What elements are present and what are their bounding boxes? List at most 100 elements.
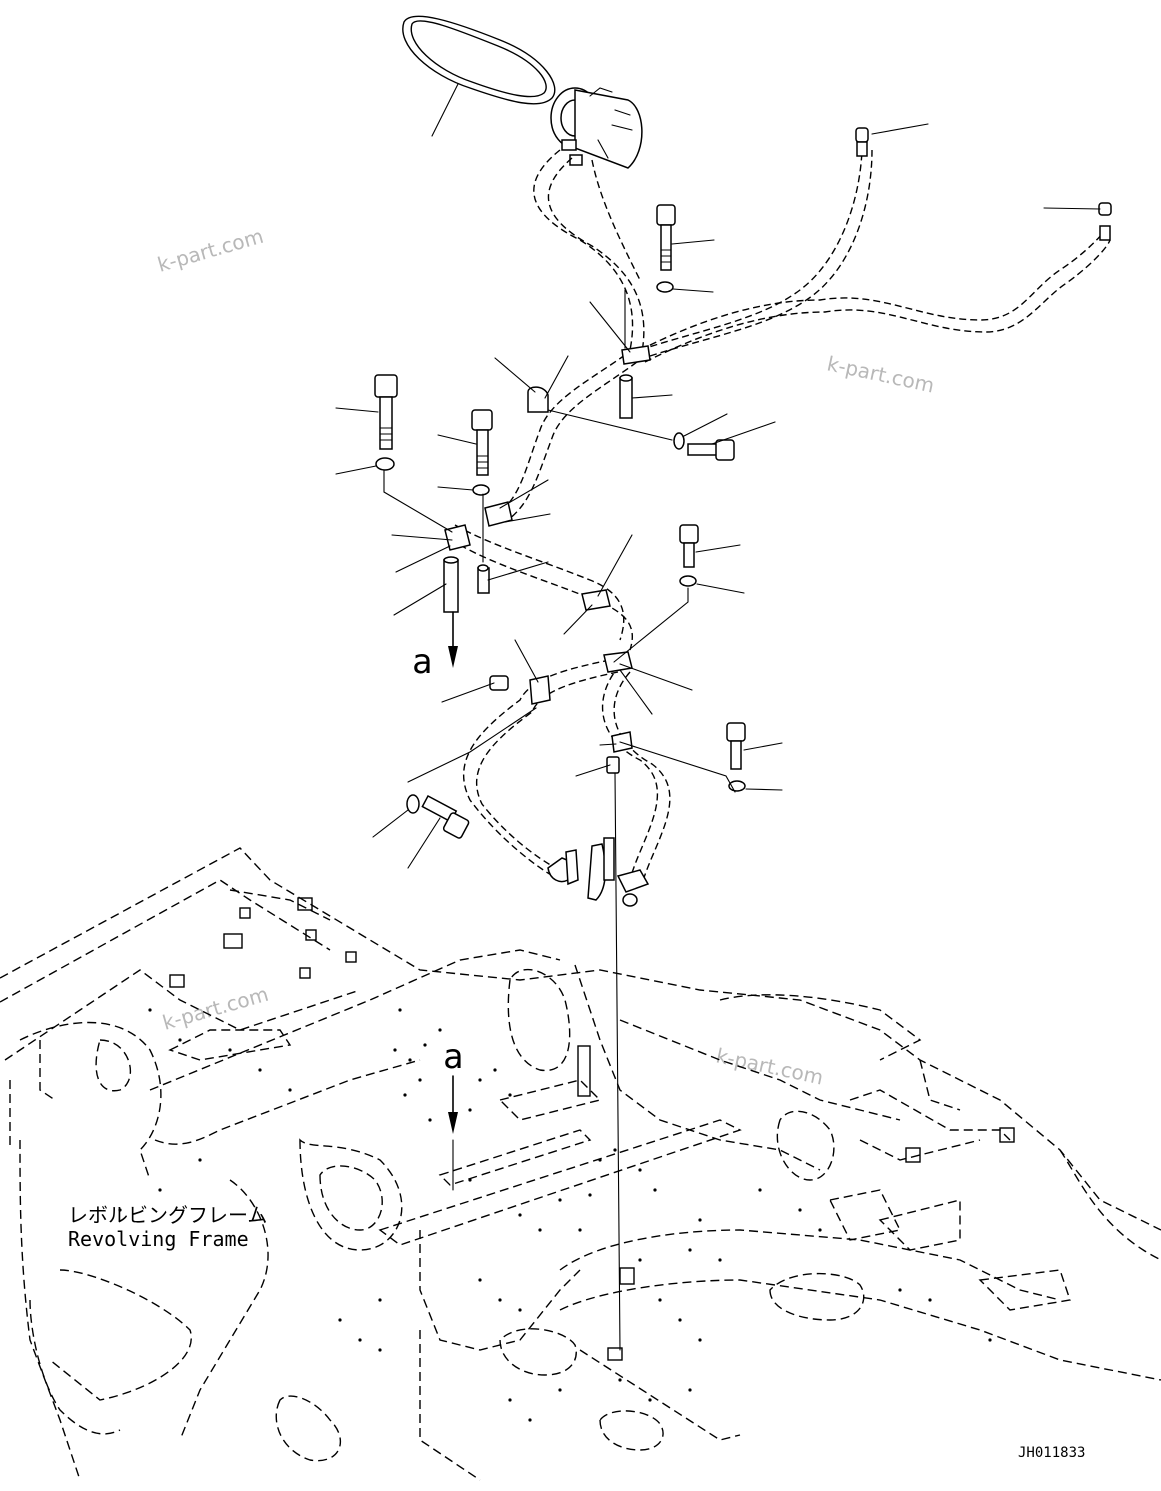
rivet bbox=[718, 1258, 722, 1262]
frame-rivets bbox=[118, 1008, 992, 1422]
watermark-1: k-part.com bbox=[155, 224, 266, 277]
bolt-2 bbox=[374, 374, 398, 450]
view-marker-lower: a bbox=[443, 1037, 463, 1191]
view-letter-lower: a bbox=[443, 1037, 463, 1077]
rivet bbox=[478, 1278, 482, 1282]
rivet bbox=[178, 1038, 182, 1042]
rivet bbox=[928, 1298, 932, 1302]
rivet bbox=[658, 1298, 662, 1302]
leader-washer-2 bbox=[335, 465, 377, 475]
leader-bolt-5 bbox=[743, 742, 783, 751]
leader-lines bbox=[383, 289, 736, 1351]
bolt-4 bbox=[679, 524, 699, 568]
bolt-horizontal-2 bbox=[406, 794, 470, 839]
rivet bbox=[698, 1218, 702, 1222]
leader-bolt-3 bbox=[437, 434, 477, 445]
leader-washer-1 bbox=[672, 288, 714, 293]
view-marker-upper: a bbox=[412, 611, 458, 682]
rivet bbox=[518, 1308, 522, 1312]
rivet bbox=[423, 1043, 427, 1047]
rivet bbox=[158, 1188, 162, 1192]
rivet bbox=[468, 1108, 472, 1112]
rivet bbox=[638, 1168, 642, 1172]
leader-bolt-horizontal-1a bbox=[683, 413, 728, 437]
rivet bbox=[798, 1208, 802, 1212]
rivet bbox=[378, 1298, 382, 1302]
revolving-frame bbox=[0, 847, 1161, 1481]
rivet bbox=[478, 1078, 482, 1082]
drawing-code: JH011833 bbox=[1018, 1445, 1085, 1461]
washer-3 bbox=[472, 484, 490, 496]
washer-1 bbox=[656, 281, 674, 293]
rivet bbox=[118, 1208, 122, 1212]
rivet bbox=[518, 1213, 522, 1217]
rivet bbox=[378, 1348, 382, 1352]
leader-washer-4 bbox=[696, 583, 745, 594]
rivet bbox=[408, 1058, 412, 1062]
leader-bolt-horizontal-2a bbox=[372, 809, 409, 838]
leader-connector-2 bbox=[1043, 207, 1101, 210]
rivet bbox=[558, 1198, 562, 1202]
bolt-horizontal-1 bbox=[673, 432, 735, 461]
rivet bbox=[418, 1078, 422, 1082]
leader-connector-1 bbox=[871, 123, 929, 135]
rivet bbox=[438, 1028, 442, 1032]
rivet bbox=[688, 1248, 692, 1252]
view-letter-upper: a bbox=[412, 642, 432, 682]
rivet bbox=[403, 1093, 407, 1097]
leader-washer-5 bbox=[745, 788, 783, 791]
hose-fittings bbox=[547, 837, 650, 907]
spacers bbox=[443, 374, 633, 774]
rivet bbox=[688, 1388, 692, 1392]
leader-bolt-4 bbox=[695, 544, 741, 553]
rivet bbox=[528, 1418, 532, 1422]
frame-label-jp: レボルビングフレーム bbox=[68, 1203, 267, 1227]
leader-washer-3 bbox=[437, 486, 474, 491]
rivet bbox=[428, 1118, 432, 1122]
rivet bbox=[578, 1228, 582, 1232]
rivet bbox=[988, 1338, 992, 1342]
belt-leader bbox=[431, 83, 459, 137]
rivet bbox=[758, 1188, 762, 1192]
frame-label-en: Revolving Frame bbox=[68, 1227, 249, 1251]
rivet bbox=[538, 1228, 542, 1232]
washer-4 bbox=[679, 575, 697, 587]
bolt-3 bbox=[471, 409, 493, 476]
rivet bbox=[393, 1048, 397, 1052]
bolt-1 bbox=[656, 204, 676, 271]
compressor bbox=[550, 87, 643, 169]
rivet bbox=[588, 1193, 592, 1197]
rivet bbox=[288, 1088, 292, 1092]
rivet bbox=[228, 1048, 232, 1052]
rivet bbox=[498, 1298, 502, 1302]
leader-bolt-2 bbox=[335, 407, 379, 413]
rivet bbox=[558, 1388, 562, 1392]
hoses bbox=[454, 149, 1111, 885]
watermark-2: k-part.com bbox=[825, 351, 937, 397]
hose-connectors bbox=[855, 127, 1112, 241]
rivet bbox=[678, 1318, 682, 1322]
rivet bbox=[598, 1158, 602, 1162]
watermark-4: k-part.com bbox=[714, 1043, 826, 1089]
rivet bbox=[148, 1008, 152, 1012]
rivet bbox=[618, 1378, 622, 1382]
leader-bolt-horizontal-2b bbox=[407, 817, 441, 869]
bolt-5 bbox=[726, 722, 746, 770]
rivet bbox=[493, 1068, 497, 1072]
leader-bolt-horizontal-1b bbox=[711, 421, 776, 445]
rivet bbox=[698, 1338, 702, 1342]
rivet bbox=[198, 1158, 202, 1162]
rivet bbox=[258, 1068, 262, 1072]
leader-bolt-1 bbox=[671, 239, 715, 245]
washer-2 bbox=[375, 457, 395, 471]
watermark-3: k-part.com bbox=[160, 982, 271, 1035]
rivet bbox=[638, 1258, 642, 1262]
rivet bbox=[508, 1398, 512, 1402]
belt bbox=[402, 15, 556, 105]
rivet bbox=[613, 1148, 617, 1152]
rivet bbox=[508, 1093, 512, 1097]
rivet bbox=[398, 1008, 402, 1012]
rivet bbox=[898, 1288, 902, 1292]
rivet bbox=[338, 1318, 342, 1322]
rivet bbox=[468, 1178, 472, 1182]
